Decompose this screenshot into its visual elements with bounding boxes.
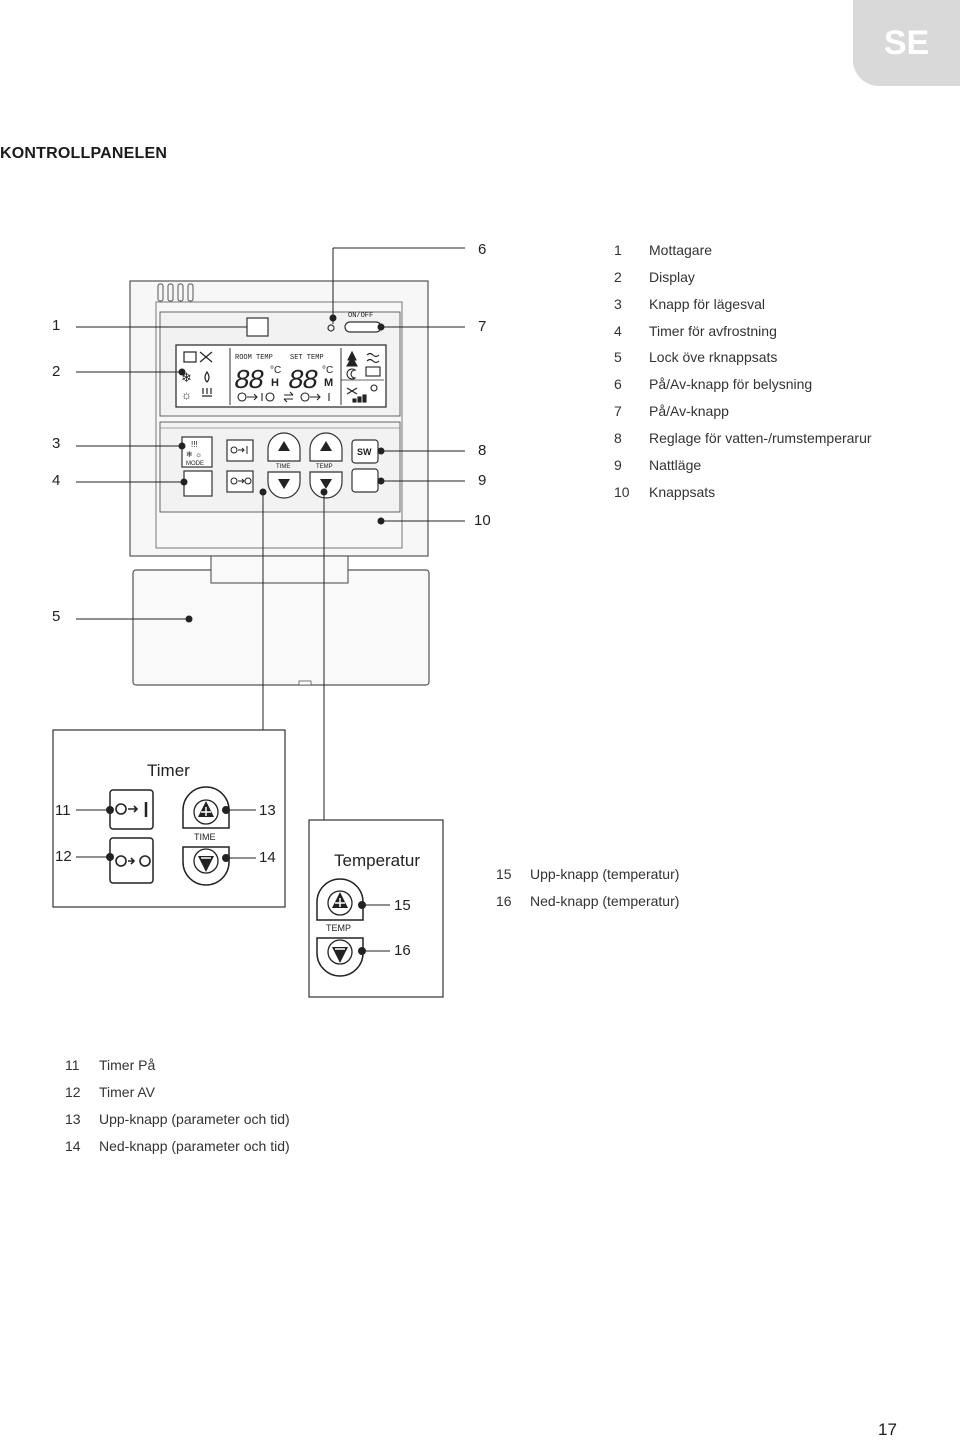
receiver-window [246, 317, 269, 337]
page-number: 17 [878, 1420, 897, 1439]
lcd-m: M [324, 377, 333, 389]
callout-14: 14 [259, 849, 276, 866]
callout-5: 5 [52, 608, 61, 625]
callout-9: 9 [478, 472, 487, 489]
onoff-button [344, 321, 382, 333]
lcd-room-unit: °C [270, 365, 281, 376]
language-tab: SE [853, 0, 960, 86]
callout-8: 8 [478, 442, 487, 459]
callout-1: 1 [52, 317, 61, 334]
lcd-room-temp-label: ROOM TEMP [235, 354, 273, 362]
lcd-set-temp-label: SET TEMP [290, 354, 324, 362]
night-mode-button[interactable] [351, 468, 379, 493]
lcd-h: H [271, 377, 279, 389]
lcd-screen [175, 344, 387, 408]
lcd-room-digits: 88 [234, 367, 264, 397]
timer-detail-box [52, 729, 286, 908]
timer-box-title: Timer [147, 761, 190, 780]
lcd-set-unit: °C [322, 365, 333, 376]
callout-10: 10 [474, 512, 491, 529]
lcd-timer-icons [237, 391, 330, 403]
keypad-cover [132, 569, 430, 686]
svg-text:❄: ❄ [181, 370, 192, 385]
vent-slots [157, 283, 194, 302]
lcd-set-digits: 88 [288, 367, 318, 397]
callout-12: 12 [55, 848, 72, 865]
time-label-device: TIME [276, 464, 290, 470]
callout-3: 3 [52, 435, 61, 452]
temp-label-detail: TEMP [326, 923, 351, 933]
mode-label: MODE [186, 461, 204, 467]
callout-15: 15 [394, 897, 411, 914]
light-indicator [327, 324, 335, 332]
temp-box-title: Temperatur [334, 851, 420, 870]
callout-13: 13 [259, 802, 276, 819]
lcd-status-icons [346, 350, 381, 403]
sw-label: SW [357, 447, 372, 457]
device-inner-frame [155, 301, 403, 549]
svg-text:❄ ☼: ❄ ☼ [186, 450, 202, 459]
cover-hinge [210, 555, 349, 584]
svg-text:☼: ☼ [181, 388, 192, 402]
callout-7: 7 [478, 318, 487, 335]
temp-label-device: TEMP [316, 464, 333, 470]
defrost-timer-button[interactable] [183, 470, 213, 497]
mode-button[interactable] [181, 436, 213, 468]
time-label-detail: TIME [194, 832, 216, 842]
mode-icons: ❄ ☼ [181, 351, 213, 402]
callout-4: 4 [52, 472, 61, 489]
callout-16: 16 [394, 942, 411, 959]
callout-2: 2 [52, 363, 61, 380]
svg-text:!!!: !!! [191, 440, 198, 449]
section-title: KONTROLLPANELEN [0, 145, 168, 162]
onoff-label: ON/OFF [348, 312, 374, 320]
callout-11: 11 [55, 802, 71, 819]
callout-6: 6 [478, 241, 487, 258]
